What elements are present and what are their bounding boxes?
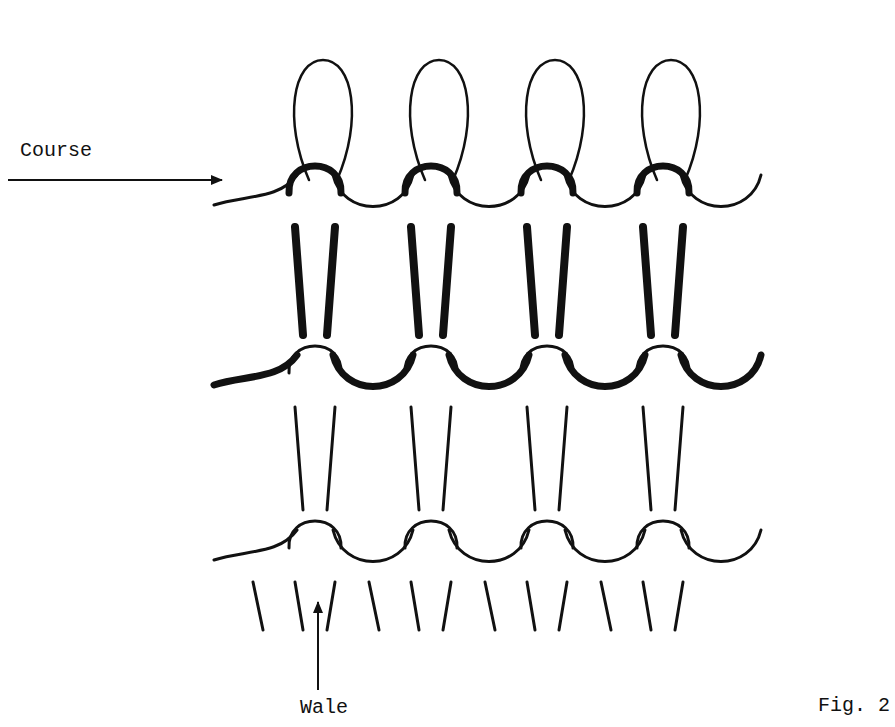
loop-leg <box>601 582 611 630</box>
sinker-loop <box>565 175 645 207</box>
label-text: Fig. 2 <box>818 695 890 717</box>
open-loop <box>526 60 584 180</box>
loop-leg <box>675 227 683 335</box>
loop-leg <box>443 407 451 510</box>
sinker-loop <box>565 355 645 387</box>
loop-leg <box>675 407 683 510</box>
sinker-loop <box>214 355 297 385</box>
loop-leg <box>295 407 303 510</box>
loop-leg <box>443 582 451 630</box>
sinker-loop <box>449 355 529 387</box>
loop-leg <box>327 407 335 510</box>
loop-leg <box>527 407 535 510</box>
label-text: Course <box>20 140 92 162</box>
sinker-loop <box>681 530 761 562</box>
loop-leg <box>643 582 651 630</box>
loop-leg <box>559 582 567 630</box>
loop-leg <box>443 227 451 335</box>
open-loop <box>294 60 352 180</box>
loop-leg <box>411 227 419 335</box>
loop-leg <box>559 407 567 510</box>
open-loop <box>410 60 468 180</box>
sinker-loop <box>449 530 529 562</box>
loop-leg <box>675 582 683 630</box>
loop-leg <box>643 407 651 510</box>
loop-leg <box>295 582 303 630</box>
loop-leg <box>295 227 303 335</box>
loop-leg <box>369 582 379 630</box>
sinker-loop <box>333 355 413 387</box>
open-loop <box>642 60 700 180</box>
course-arrow <box>8 179 222 181</box>
loop-leg <box>643 227 651 335</box>
sinker-loop <box>333 175 413 207</box>
loop-leg <box>527 227 535 335</box>
loop-leg <box>327 227 335 335</box>
sinker-loop <box>449 175 529 207</box>
loop-leg <box>411 407 419 510</box>
sinker-loop <box>681 355 761 387</box>
label-text: Wale <box>300 697 348 719</box>
sinker-loop <box>681 175 761 207</box>
loop-leg <box>253 582 263 630</box>
sinker-loop <box>214 175 297 205</box>
loop-leg <box>327 582 335 630</box>
loop-leg <box>485 582 495 630</box>
sinker-loop <box>214 530 297 560</box>
sinker-loop <box>333 530 413 562</box>
loop-leg <box>559 227 567 335</box>
loop-leg <box>527 582 535 630</box>
loop-leg <box>411 582 419 630</box>
sinker-loop <box>565 530 645 562</box>
wale-arrow <box>317 602 319 690</box>
